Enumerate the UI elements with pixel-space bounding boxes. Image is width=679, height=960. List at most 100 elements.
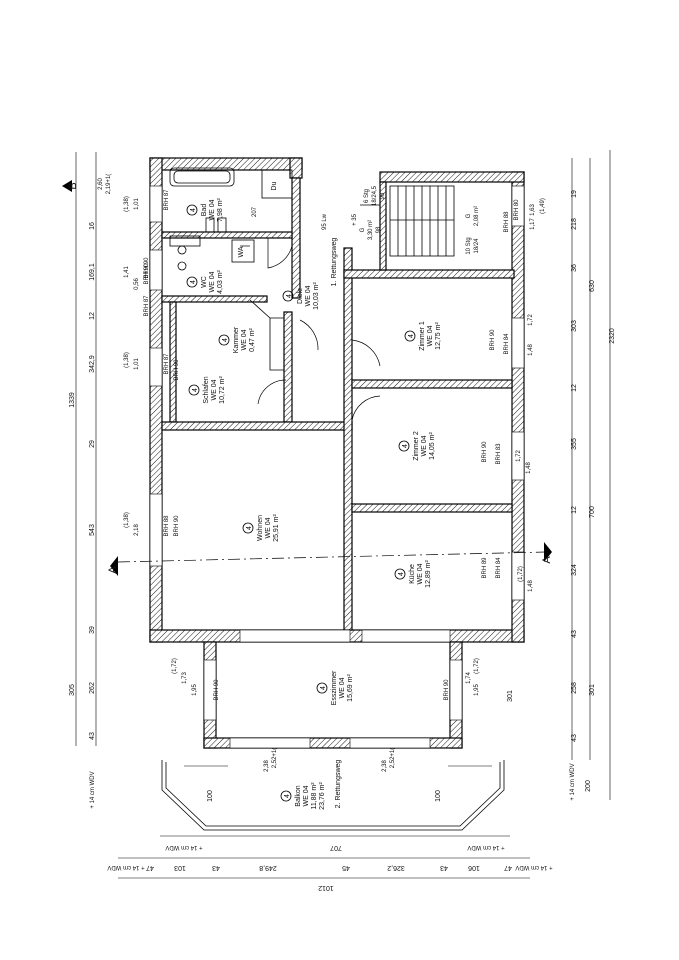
- room-schlafen: 4 Schlafen WE 04 10,72 m²: [188, 376, 226, 404]
- section-a-right-label: A: [541, 556, 553, 564]
- stair-stg1: 6 Stg: [364, 189, 370, 203]
- dim-text: 103: [174, 864, 186, 871]
- room-balkon-area: 11,88 m²: [311, 782, 318, 810]
- dim-text: 2,38: [382, 760, 388, 772]
- dim-text: 301: [589, 684, 596, 696]
- brh-label: BRH 88: [164, 515, 170, 537]
- dim-text: 707: [330, 844, 342, 851]
- dim-text: 2,52+1(: [272, 748, 278, 769]
- rettungsweg2-label: 2. Rettungsweg: [335, 760, 342, 809]
- stair-g2-area: 2,08 m²: [474, 206, 480, 226]
- section-marker-b: B: [62, 180, 79, 192]
- stair-plus: + 35: [352, 213, 358, 226]
- room-kammer-name: Kammer: [233, 326, 240, 353]
- stair-labels: G 3,30 m² 98 6 Stg 18/24,5 98 + 35 G 2,0…: [352, 185, 480, 254]
- dim-text: 2,19+1(: [106, 174, 112, 195]
- room-wohnen-unit: WE 04: [265, 517, 272, 538]
- dim-text: 1,01: [134, 198, 140, 210]
- room-kueche-number: 4: [398, 572, 405, 576]
- dim-text: 1,41: [124, 266, 130, 278]
- dim-text: 1,74: [466, 672, 472, 684]
- room-diele-number: 4: [286, 294, 293, 298]
- dim-text: 324: [571, 564, 578, 576]
- room-zimmer2-name: Zimmer 2: [413, 431, 420, 461]
- wdv-label: + 14 cm WDV: [107, 864, 144, 870]
- du-label: Du: [271, 181, 278, 190]
- room-wohnen-number: 4: [246, 526, 253, 530]
- dim-chain-right: 19 218 36 303 12 355 12 324 43 258 43 63…: [507, 150, 616, 801]
- dim-text: 262: [89, 682, 96, 694]
- room-zimmer2-number: 4: [402, 444, 409, 448]
- dim-text: 29: [89, 440, 96, 448]
- brh-label: BRH 90: [174, 359, 180, 381]
- dim-text: 1,01: [134, 358, 140, 370]
- room-zimmer1-unit: WE 04: [427, 325, 434, 346]
- room-diele: 4 Diele WE 04 10,03 m²: [282, 282, 320, 310]
- dim-text: 45: [342, 864, 350, 871]
- dim-text: 12: [89, 312, 96, 320]
- room-kammer: 4 Kammer WE 04 0,47 m²: [218, 326, 256, 353]
- brh-labels: BRH 87 BRH 90 BRH 87 BRH 87 BRH 90 BRH 8…: [144, 189, 520, 701]
- stair-g1-area: 3,30 m²: [368, 220, 374, 240]
- brh-label: BRH 83: [496, 443, 502, 465]
- bathroom-fixtures: [169, 167, 293, 271]
- room-diele-unit: WE 04: [305, 285, 312, 306]
- dim-text: 342,9: [89, 355, 96, 373]
- kammer-wall: [249, 299, 284, 319]
- dim-text: 2,60: [98, 178, 104, 190]
- dim-chain-left: 16 169,1 12 342,9 29 543 39 262 43 1339 …: [69, 152, 97, 809]
- dim-text: 12: [571, 384, 578, 392]
- room-zimmer1-name: Zimmer 1: [419, 321, 426, 351]
- room-kueche-unit: WE 04: [417, 563, 424, 584]
- room-zimmer1-number: 4: [408, 334, 415, 338]
- section-a-left-label: A: [107, 566, 119, 574]
- room-wc-number: 4: [190, 280, 197, 284]
- brh-label: BRH 90: [144, 263, 150, 285]
- dim-207-label: 207: [252, 206, 258, 217]
- stair-stg1-dim: 18/24,5: [372, 185, 378, 206]
- brh-label: BRH 90: [174, 515, 180, 537]
- dim-text: 543: [89, 524, 96, 536]
- room-esszimmer: 4 Esszimmer WE 04 15,69 m²: [316, 670, 354, 705]
- wdv-label: + 14 cm WDV: [515, 864, 552, 870]
- dim-chain-bottom: 707 47 106 43 326,2 45 249,8 43 103 47 1…: [107, 765, 553, 891]
- room-wohnen-name: Wohnen: [257, 515, 264, 541]
- dim-text: 2320: [609, 328, 616, 344]
- brh-label: BRH 90: [490, 329, 496, 351]
- room-diele-name: Diele: [297, 288, 304, 304]
- balcony-outline: [161, 760, 505, 831]
- brh-label: BRH 88: [504, 211, 510, 233]
- room-esszimmer-area: 15,69 m²: [347, 674, 354, 702]
- dim-text: 19: [571, 190, 578, 198]
- room-schlafen-unit: WE 04: [211, 379, 218, 400]
- dim-text: 630: [589, 280, 596, 292]
- dim-text: 1,72: [516, 450, 522, 462]
- dim-text: (1,72): [474, 658, 480, 674]
- brh-label: BRH 80: [514, 199, 520, 221]
- room-wohnen: 4 Wohnen WE 04 25,91 m²: [242, 514, 280, 542]
- dim-text: 1012: [318, 884, 334, 891]
- dim-text: 1,48: [528, 580, 534, 592]
- brh-label: BRH 87: [164, 189, 170, 211]
- stair-g1-num: 98: [376, 226, 382, 233]
- dim-text: 43: [440, 864, 448, 871]
- dim-text: 1,95: [474, 684, 480, 696]
- doors: [240, 238, 381, 421]
- room-wc-name: WC: [201, 276, 208, 288]
- brh-label: BRH 90: [214, 679, 220, 701]
- room-zimmer1: 4 Zimmer 1 WE 04 12,75 m²: [404, 321, 442, 351]
- dim-text: (1,49): [540, 198, 546, 214]
- dim-text: (1,38): [124, 196, 130, 212]
- dim-text: 1,73: [182, 672, 188, 684]
- dim-text: 47: [146, 864, 154, 871]
- dim-text: 1,95: [192, 684, 198, 696]
- section-line-a: [117, 551, 546, 563]
- section-marker-a-right: A: [541, 542, 553, 564]
- room-kammer-number: 4: [222, 338, 229, 342]
- stair-stg1-num: 98: [380, 192, 386, 199]
- dim-text: 1,48: [528, 344, 534, 356]
- room-bad-area: 7,98 m²: [217, 197, 224, 221]
- wdv-label: + 14 cm WDV: [570, 763, 576, 800]
- dim-text: 326,2: [387, 864, 405, 871]
- dim-text: 12: [571, 506, 578, 514]
